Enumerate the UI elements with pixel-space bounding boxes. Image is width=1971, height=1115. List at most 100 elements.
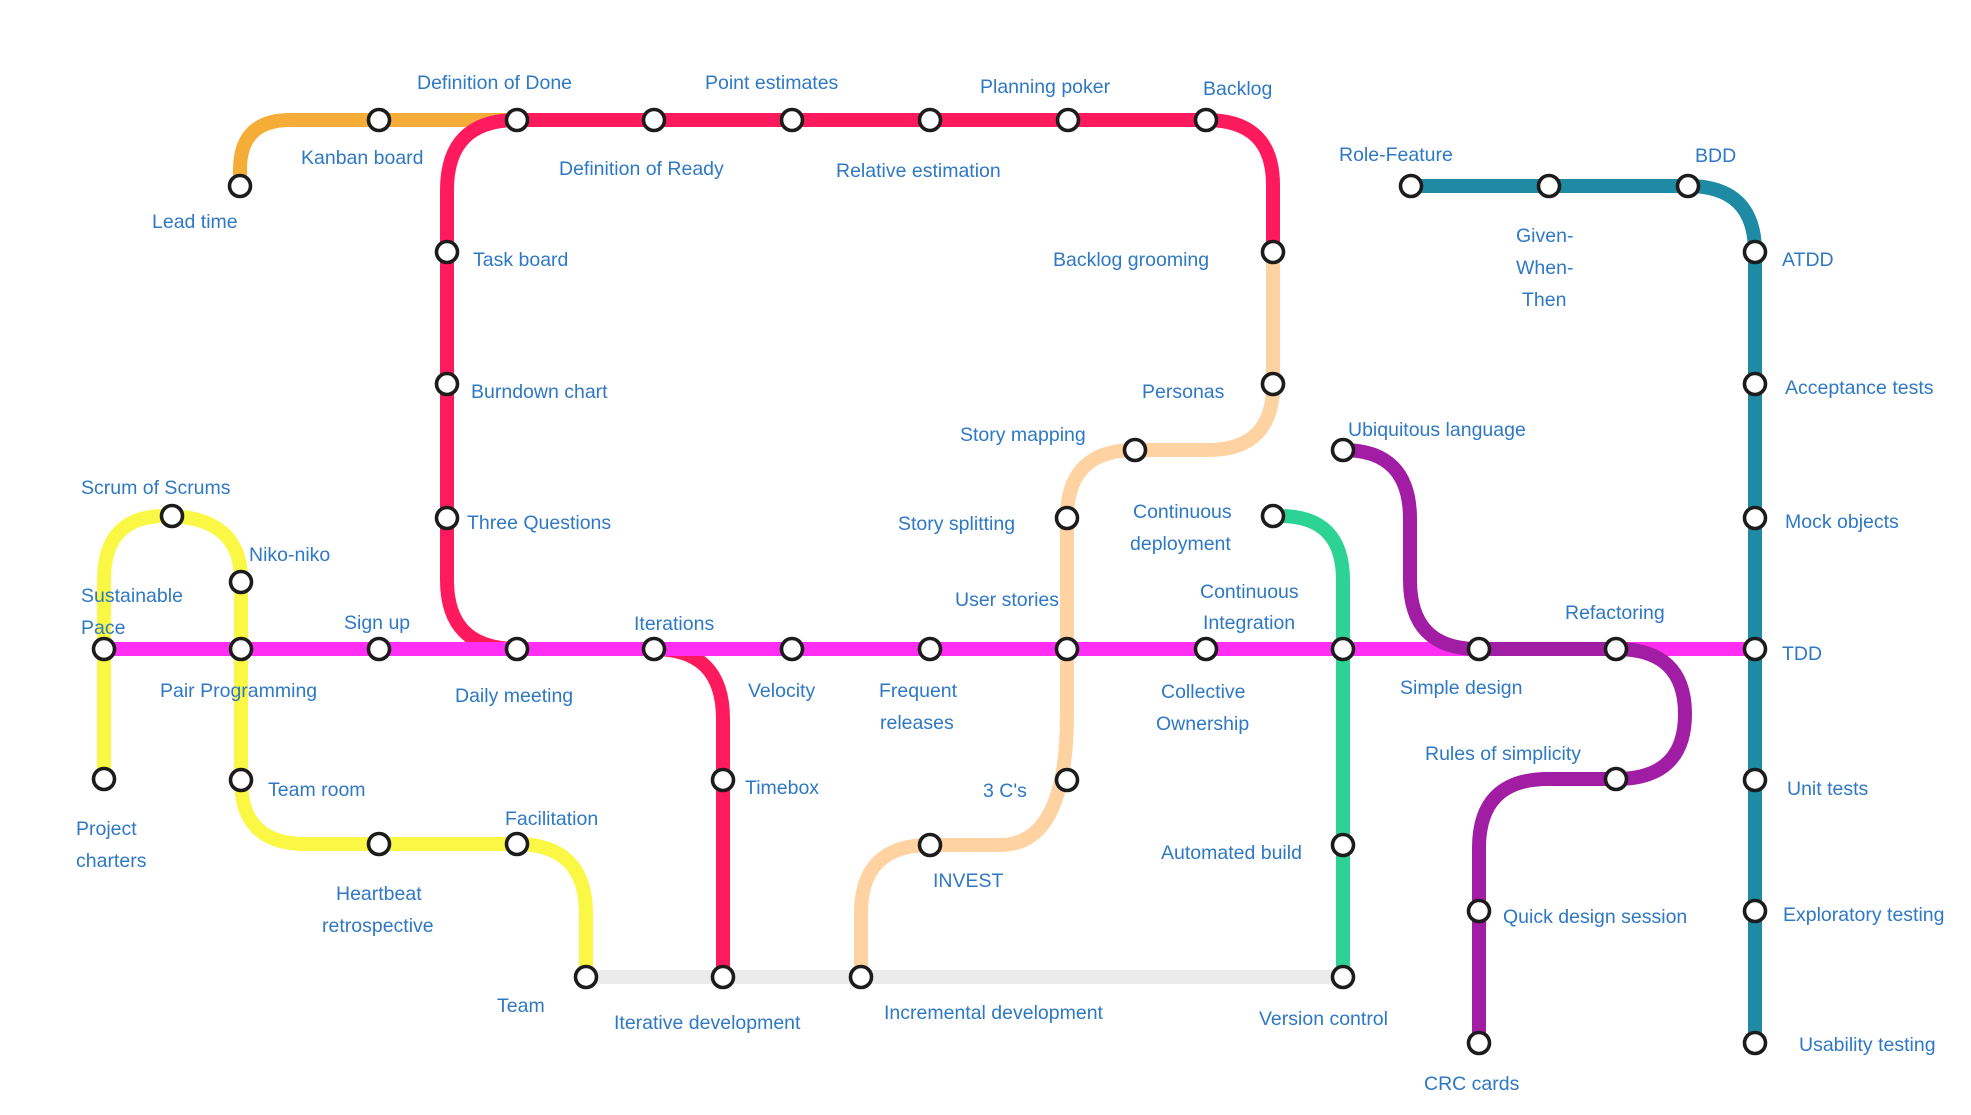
label-project-charters-2: charters: [76, 850, 147, 872]
station-scrum-of-scrums: [159, 503, 185, 529]
stations: [91, 107, 1768, 1056]
label-personas: Personas: [1142, 381, 1225, 403]
station-continuous-integration: [1330, 636, 1356, 662]
station-lead-time: [227, 173, 253, 199]
station-pair-programming: [228, 636, 254, 662]
label-bdd: BDD: [1695, 145, 1736, 167]
station-niko-niko: [228, 569, 254, 595]
label-refactoring: Refactoring: [1565, 602, 1665, 624]
station-role-feature: [1398, 173, 1424, 199]
label-given-when-then-2: When-: [1516, 257, 1573, 279]
label-exploratory-testing: Exploratory testing: [1783, 904, 1945, 926]
label-role-feature: Role-Feature: [1339, 144, 1453, 166]
label-pair-programming: Pair Programming: [160, 680, 317, 702]
label-acceptance-tests: Acceptance tests: [1785, 377, 1934, 399]
station-facilitation: [504, 831, 530, 857]
station-daily-meeting: [504, 636, 530, 662]
label-lead-time: Lead time: [152, 211, 238, 233]
station-point-estimates: [779, 107, 805, 133]
label-user-stories: User stories: [955, 589, 1059, 611]
station-simple-design: [1466, 636, 1492, 662]
station-version-control: [1330, 964, 1356, 990]
station-acceptance-tests: [1742, 371, 1768, 397]
label-task-board: Task board: [473, 249, 568, 271]
station-refactoring: [1603, 636, 1629, 662]
label-continuous-deployment-2: deployment: [1130, 533, 1231, 555]
label-atdd: ATDD: [1782, 249, 1834, 271]
crimson-line-branch: [440, 113, 730, 984]
station-automated-build: [1330, 832, 1356, 858]
station-usability-testing: [1742, 1030, 1768, 1056]
label-incremental-development: Incremental development: [884, 1002, 1104, 1024]
label-planning-poker: Planning poker: [980, 76, 1111, 98]
orange-line: [233, 113, 527, 193]
label-team-room: Team room: [268, 779, 366, 801]
station-three-questions: [434, 505, 460, 531]
station-heartbeat-retrospective: [366, 831, 392, 857]
station-task-board: [434, 239, 460, 265]
label-given-when-then-1: Given-: [1516, 225, 1573, 247]
label-heartbeat-retrospective-1: Heartbeat: [336, 883, 422, 905]
label-project-charters-1: Project: [76, 818, 137, 840]
station-unit-tests: [1742, 767, 1768, 793]
label-story-splitting: Story splitting: [898, 513, 1015, 535]
label-kanban-board: Kanban board: [301, 147, 424, 169]
station-timebox: [710, 767, 736, 793]
crimson-line: [510, 113, 1280, 259]
label-backlog: Backlog: [1203, 78, 1272, 100]
label-team: Team: [497, 995, 545, 1017]
label-collective-ownership-2: Ownership: [1156, 713, 1249, 735]
station-definition-of-ready: [641, 107, 667, 133]
station-project-charters: [91, 766, 117, 792]
label-continuous-integration-2: Integration: [1203, 612, 1295, 634]
label-given-when-then-3: Then: [1522, 289, 1566, 311]
station-team-room: [228, 767, 254, 793]
label-velocity: Velocity: [748, 680, 815, 702]
station-labels: Lead time Kanban board Definition of Don…: [76, 72, 1945, 1095]
station-planning-poker: [1055, 107, 1081, 133]
label-three-cs: 3 C's: [983, 780, 1027, 802]
label-iterative-development: Iterative development: [614, 1012, 801, 1034]
label-relative-estimation: Relative estimation: [836, 160, 1001, 182]
label-collective-ownership-1: Collective: [1161, 681, 1246, 703]
label-sustainable-pace-1: Sustainable: [81, 585, 183, 607]
station-invest: [917, 832, 943, 858]
label-unit-tests: Unit tests: [1787, 778, 1869, 800]
station-exploratory-testing: [1742, 898, 1768, 924]
station-three-cs: [1054, 767, 1080, 793]
label-ubiquitous-language: Ubiquitous language: [1348, 419, 1526, 441]
label-definition-of-done: Definition of Done: [417, 72, 572, 94]
station-burndown-chart: [434, 371, 460, 397]
station-velocity: [779, 636, 805, 662]
label-burndown-chart: Burndown chart: [471, 381, 608, 403]
station-story-splitting: [1054, 505, 1080, 531]
station-crc-cards: [1466, 1030, 1492, 1056]
station-story-mapping: [1122, 437, 1148, 463]
station-definition-of-done: [504, 107, 530, 133]
label-niko-niko: Niko-niko: [249, 544, 330, 566]
label-daily-meeting: Daily meeting: [455, 685, 573, 707]
station-quick-design-session: [1466, 898, 1492, 924]
green-line: [1266, 509, 1350, 984]
label-tdd: TDD: [1782, 643, 1822, 665]
label-continuous-integration-1: Continuous: [1200, 581, 1299, 603]
station-collective-ownership: [1193, 636, 1219, 662]
station-rules-of-simplicity: [1603, 766, 1629, 792]
label-sustainable-pace-2: Pace: [81, 617, 125, 639]
station-personas: [1260, 371, 1286, 397]
station-team: [573, 964, 599, 990]
label-invest: INVEST: [933, 870, 1004, 892]
label-iterations: Iterations: [634, 613, 714, 635]
peach-line: [854, 245, 1280, 984]
label-point-estimates: Point estimates: [705, 72, 839, 94]
label-crc-cards: CRC cards: [1424, 1073, 1520, 1095]
purple-line: [1336, 443, 1692, 1050]
label-rules-of-simplicity: Rules of simplicity: [1425, 743, 1581, 765]
station-mock-objects: [1742, 505, 1768, 531]
station-bdd: [1675, 173, 1701, 199]
label-timebox: Timebox: [745, 777, 819, 799]
station-incremental-development: [848, 964, 874, 990]
label-facilitation: Facilitation: [505, 808, 598, 830]
station-backlog-grooming: [1260, 239, 1286, 265]
